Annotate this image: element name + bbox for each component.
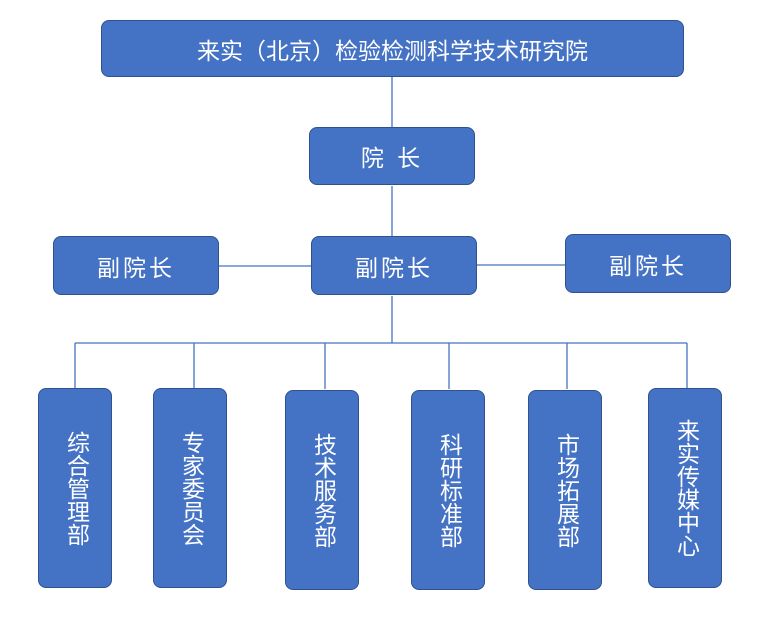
department-node: 市场拓展部 — [528, 390, 602, 590]
vice-president-label: 副院长 — [609, 253, 687, 280]
department-label: 综合管理部 — [62, 430, 89, 546]
president-node: 院 长 — [309, 127, 475, 185]
department-label: 专家委员会 — [177, 430, 204, 546]
department-node: 专家委员会 — [153, 388, 227, 588]
department-node: 科研标准部 — [411, 390, 485, 590]
vice-president-node-right: 副院长 — [565, 234, 731, 293]
department-node: 技术服务部 — [285, 390, 359, 590]
department-node: 来实传媒中心 — [648, 388, 722, 588]
root-label: 来实（北京）检验检测科学技术研究院 — [197, 38, 588, 65]
vice-president-node-left: 副院长 — [53, 236, 219, 295]
department-label: 市场拓展部 — [552, 432, 579, 548]
vice-president-label: 副院长 — [97, 255, 175, 282]
root-node: 来实（北京）检验检测科学技术研究院 — [101, 20, 684, 77]
department-label: 来实传媒中心 — [672, 419, 699, 557]
department-label: 技术服务部 — [309, 432, 336, 548]
department-label: 科研标准部 — [435, 432, 462, 548]
vice-president-label: 副院长 — [355, 255, 433, 282]
department-node: 综合管理部 — [38, 388, 112, 588]
president-label: 院 长 — [360, 146, 424, 172]
vice-president-node-center: 副院长 — [311, 236, 477, 295]
